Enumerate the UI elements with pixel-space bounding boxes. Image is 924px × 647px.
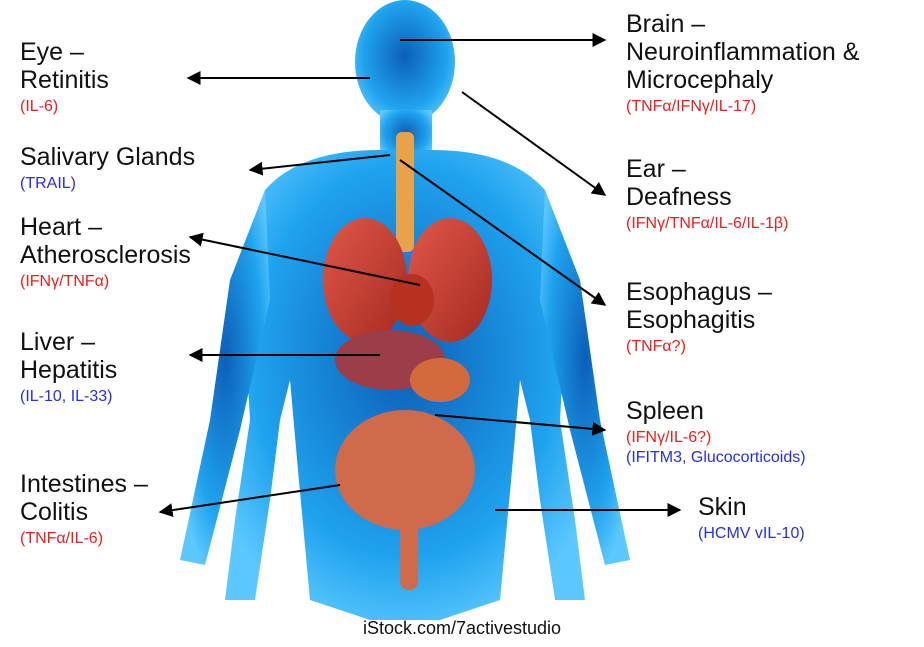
label-salivary-cytokines: (TRAIL) [20,175,195,193]
label-salivary: Salivary Glands (TRAIL) [20,143,195,193]
label-heart-line1: Heart – [20,213,191,241]
label-ear: Ear – Deafness (IFNγ/TNFα/IL-6/IL-1β) [626,155,788,233]
image-credit: iStock.com/7activestudio [0,618,924,639]
label-ear-line1: Ear – [626,155,788,183]
heart [390,274,434,326]
label-salivary-line1: Salivary Glands [20,143,195,171]
label-liver-line1: Liver – [20,328,117,356]
label-esophagus-line2: Esophagitis [626,306,772,334]
label-spleen-cytokines: (IFNγ/IL-6?) [626,429,806,447]
label-eye-cytokines: (IL-6) [20,98,109,116]
label-eye-line2: Retinitis [20,66,109,94]
label-heart: Heart – Atherosclerosis (IFNγ/TNFα) [20,213,191,291]
label-ear-line2: Deafness [626,183,788,211]
label-eye-line1: Eye – [20,38,109,66]
label-skin-cytokines: (HCMV vIL-10) [698,525,805,543]
label-esophagus-line1: Esophagus – [626,278,772,306]
label-liver-line2: Hepatitis [20,356,117,384]
label-liver-cytokines: (IL-10, IL-33) [20,388,117,406]
label-intestines: Intestines – Colitis (TNFα/IL-6) [20,470,148,548]
label-spleen: Spleen (IFNγ/IL-6?) (IFITM3, Glucocortic… [626,397,806,467]
label-intestines-line2: Colitis [20,498,148,526]
colon [400,520,418,590]
label-intestines-line1: Intestines – [20,470,148,498]
label-skin-line1: Skin [698,493,805,521]
label-ear-cytokines: (IFNγ/TNFα/IL-6/IL-1β) [626,215,788,233]
label-spleen-cytokines-2: (IFITM3, Glucocorticoids) [626,449,806,467]
label-heart-line2: Atherosclerosis [20,241,191,269]
label-brain-line2: Neuroinflammation & [626,38,859,66]
label-intestines-cytokines: (TNFα/IL-6) [20,530,148,548]
label-heart-cytokines: (IFNγ/TNFα) [20,273,191,291]
label-esophagus: Esophagus – Esophagitis (TNFα?) [626,278,772,356]
label-eye: Eye – Retinitis (IL-6) [20,38,109,116]
label-brain-cytokines: (TNFα/IFNγ/IL-17) [626,98,859,116]
label-spleen-line1: Spleen [626,397,806,425]
label-brain-line1: Brain – [626,10,859,38]
label-brain-line3: Microcephaly [626,66,859,94]
trachea [396,132,414,252]
label-skin: Skin (HCMV vIL-10) [698,493,805,543]
label-esophagus-cytokines: (TNFα?) [626,338,772,356]
label-brain: Brain – Neuroinflammation & Microcephaly… [626,10,859,116]
stomach [410,358,470,402]
label-liver: Liver – Hepatitis (IL-10, IL-33) [20,328,117,406]
intestines [335,410,475,530]
